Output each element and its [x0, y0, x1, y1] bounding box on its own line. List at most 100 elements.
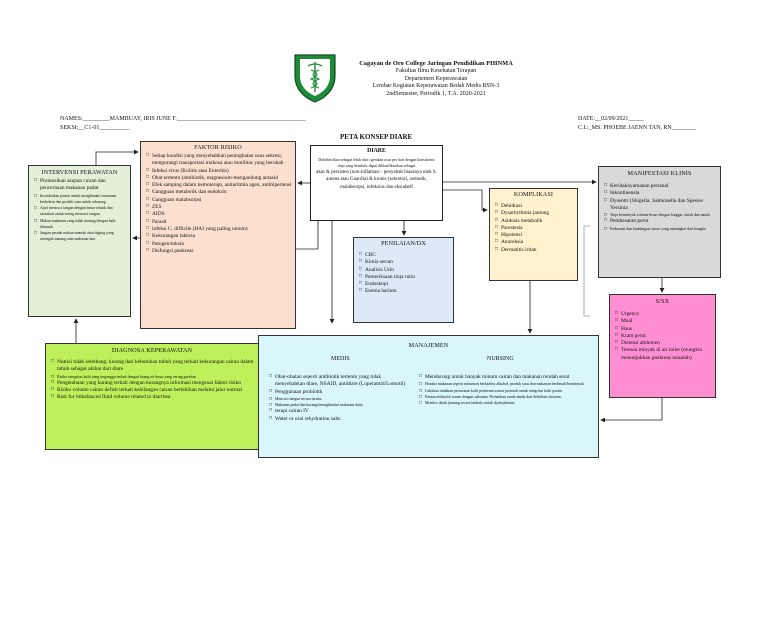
sx-title: S/SX: [655, 298, 670, 305]
intervensi-item: Ajari mencuci tangan dengan benar teknik…: [34, 205, 127, 218]
faktor-risiko-item: Setiap kondisi yang menyebabkan peningka…: [146, 153, 292, 168]
komplikasi-item: Dehidrasi: [495, 203, 574, 210]
komplikasi-list: DehidrasiDysarhythmia jantungAsidosis me…: [490, 200, 577, 254]
nursing-item: Mendorong untuk banyak minum cairan dan …: [419, 374, 598, 381]
intervensi-item: Promosikan asupan cairan dan pencernaan …: [34, 178, 127, 193]
medis-item: terapi cairan IV: [269, 408, 409, 415]
nursing-item: Monitor detak jantung secara berkala unt…: [419, 400, 598, 408]
faculty-name: Fakultas Ilmu Kesehatan Terapan: [395, 68, 477, 74]
faktor-risiko-title: FAKTOR RISIKO: [194, 144, 242, 151]
faktor-risiko-item: Disfungsi pankreas: [146, 248, 292, 255]
manifestasi-list: Keridaknyamanan perianalInkontinensiaDys…: [599, 179, 720, 234]
diagnosa-item: Risk for imbalanced fluid volume related…: [51, 394, 255, 401]
sx-item: Distensi abdomen: [615, 340, 712, 347]
penilaian-item: Kimia serum: [359, 259, 450, 266]
intervensi-item: Instruksikan pasien untuk menghindari mi…: [34, 193, 127, 206]
manifestasi-item: Keridaknyamanan perianal: [604, 183, 717, 190]
college-logo: [292, 52, 338, 104]
manifestasi-item: Frekuensi dan kendangan cairan yang meni…: [604, 226, 717, 234]
nursing-item: Hindari makanan seperti minuman berkafei…: [419, 381, 598, 389]
arrow-sx-to-manajemen: [600, 398, 663, 423]
sx-item: Mual: [615, 318, 712, 325]
penilaian-item: Enema barium: [359, 288, 450, 295]
penilaian-item: Endoskopi: [359, 281, 450, 288]
manifestasi-box: MANIFESTASI KLINIS Keridaknyamanan peria…: [598, 166, 721, 278]
sx-box: S/SX UrgencyMualHausKram perutDistensi a…: [609, 294, 716, 398]
sx-item: Kram perut: [615, 333, 712, 340]
faktor-risiko-item: Gangguan malabsorpsi: [146, 197, 292, 204]
faktor-risiko-item: Patogen/toksin: [146, 241, 292, 248]
manifestasi-item: Pembesaran perut: [604, 218, 717, 225]
nursing-list: Mendorong untuk banyak minum cairan dan …: [414, 374, 598, 408]
college-name: Cagayan de Oro College Jaringan Pendidik…: [359, 60, 513, 67]
sx-item: Haus: [615, 326, 712, 333]
faktor-risiko-item: Obat tertentu (antibiotik, magnesium-men…: [146, 175, 292, 182]
document-header: Cagayan de Oro College Jaringan Pendidik…: [330, 60, 542, 98]
faktor-risiko-item: Parasit: [146, 219, 292, 226]
medis-title: MEDIS: [331, 356, 350, 362]
medis-item: Penggunaan probiotik: [269, 389, 409, 396]
komplikasi-item: Dermatitis iritan: [495, 247, 574, 254]
faktor-risiko-item: Infeksi virus (Kolitis atau Enteritis): [146, 168, 292, 175]
manifestasi-item: Inkontinensia: [604, 190, 717, 197]
sx-list: UrgencyMualHausKram perutDistensi abdome…: [610, 307, 715, 362]
faktor-risiko-item: ZES: [146, 204, 292, 211]
komplikasi-box: KOMPLIKASI DehidrasiDysarhythmia jantung…: [489, 188, 578, 281]
intervensi-item: Jangan pernah makan mentah atau daging y…: [34, 230, 127, 243]
manajemen-title: MANAJEMEN: [408, 342, 449, 349]
map-title: PETA KONSEP DIARE: [340, 133, 413, 141]
penilaian-item: Pemeriksaan tinja rutin: [359, 274, 450, 281]
medis-item: Water or oral rehydration salts: [269, 416, 409, 423]
komplikasi-item: Hipotensi: [495, 232, 574, 239]
intervensi-title: INTERVENSI PERAWATAN: [41, 169, 118, 176]
diagnosa-item: Pengetahuan yang kurang terkait dengan k…: [51, 380, 255, 387]
diare-definition: akut & persisten (non-inflamasi - penyeb…: [316, 170, 437, 190]
penilaian-item: Analisis Urin: [359, 267, 450, 274]
faktor-risiko-box: FAKTOR RISIKO Setiap kondisi yang menyeb…: [140, 141, 296, 329]
penilaian-list: CBCKimia serumAnalisis UrinPemeriksaan t…: [354, 249, 453, 296]
nursing-item: Lakukan tindakan perawatan kulit perineu…: [419, 388, 598, 396]
faktor-risiko-item: Gangguan metabolik dan endokrin: [146, 189, 292, 196]
medis-item: Obat-obatan seperti antibiotik tertentu …: [269, 374, 409, 389]
manajemen-box: MANAJEMEN MEDIS NURSING Obat-obatan sepe…: [258, 335, 599, 458]
diagnosa-box: DIAGNOSA KEPERAWATAN Nutrisi tidak seimb…: [45, 343, 259, 450]
diare-title: DIARE: [367, 148, 386, 154]
diagnosa-item: Nutrisi tidak seimbang: kurang dari kebu…: [51, 359, 255, 374]
nursing-title: NURSING: [487, 356, 514, 362]
medis-item: Makanan padat dan kurangi/menghindari ma…: [269, 402, 409, 410]
penilaian-item: CBC: [359, 252, 450, 259]
diagnosa-item: Risiko integritas kulit yang terganggu t…: [51, 374, 255, 382]
intervensi-box: INTERVENSI PERAWATAN Promosikan asupan c…: [28, 165, 131, 317]
arrow-intervensi-to-faktor: [95, 149, 139, 165]
manifestasi-item: Dysentri (Shigella, Salmonella dan Spesi…: [604, 198, 717, 213]
manifestasi-item: Tinja berminyak volume besar dengan long…: [604, 212, 717, 220]
section-line: SEKSI:__C1-01__________: [60, 125, 130, 131]
manifestasi-title: MANIFESTASI KLINIS: [627, 170, 692, 177]
date-line: DATE:__02/09/2021_____: [578, 116, 644, 122]
komplikasi-item: Asidosis metabolik: [495, 218, 574, 225]
faktor-risiko-item: Kekurangan laktosa: [146, 233, 292, 240]
caduceus-shield-icon: [294, 54, 336, 103]
intervensi-item: Makan makanan yang tidak matang dengan b…: [34, 218, 127, 231]
diagnosa-title: DIAGNOSA KEPERAWATAN: [111, 347, 193, 354]
bracket-manifestasi: [583, 225, 590, 317]
faktor-risiko-item: Efek samping dalam kemoterapi, antiaritm…: [146, 182, 292, 189]
department-name: Departemen Keperawatan: [404, 75, 468, 82]
diare-definition-small: Didefinisikan sebagai lebih dari t gerak…: [318, 158, 435, 169]
arrow-diare-to-komplikasi: [443, 189, 488, 213]
faktor-risiko-list: Setiap kondisi yang menyebabkan peningka…: [141, 153, 295, 255]
diare-box: DIARE Didefinisikan sebagai lebih dari t…: [310, 145, 443, 221]
sx-item: Tetesan minyak di air toilet (mungkin me…: [615, 347, 712, 362]
diagnosa-item: Risiko volume cairan defisit terkait keh…: [51, 387, 255, 394]
worksheet-title: Lembar Kegiatan Keperawatan Bedah Medis …: [372, 83, 500, 89]
medis-list: Obat-obatan seperti antibiotik tertentu …: [264, 374, 412, 423]
penilaian-box: PENILAIAN/DX CBCKimia serumAnalisis Urin…: [353, 237, 454, 323]
nursing-item: Pantau elektrolit serum dengan saksama. …: [419, 394, 598, 402]
names-line: NAMES:_________MAMBUAY, IRIS JUNE F.____…: [60, 116, 306, 122]
komplikasi-title: KOMPLIKASI: [513, 191, 554, 198]
komplikasi-item: Dysarhythmia jantung: [495, 210, 574, 217]
penilaian-title: PENILAIAN/DX: [381, 240, 426, 247]
intervensi-list: Promosikan asupan cairan dan pencernaan …: [29, 178, 130, 243]
semester-line: 2ndSemester, Periodik 1, T.A. 2020-2021: [386, 90, 486, 97]
diagnosa-list: Nutrisi tidak seimbang: kurang dari kebu…: [46, 356, 258, 402]
